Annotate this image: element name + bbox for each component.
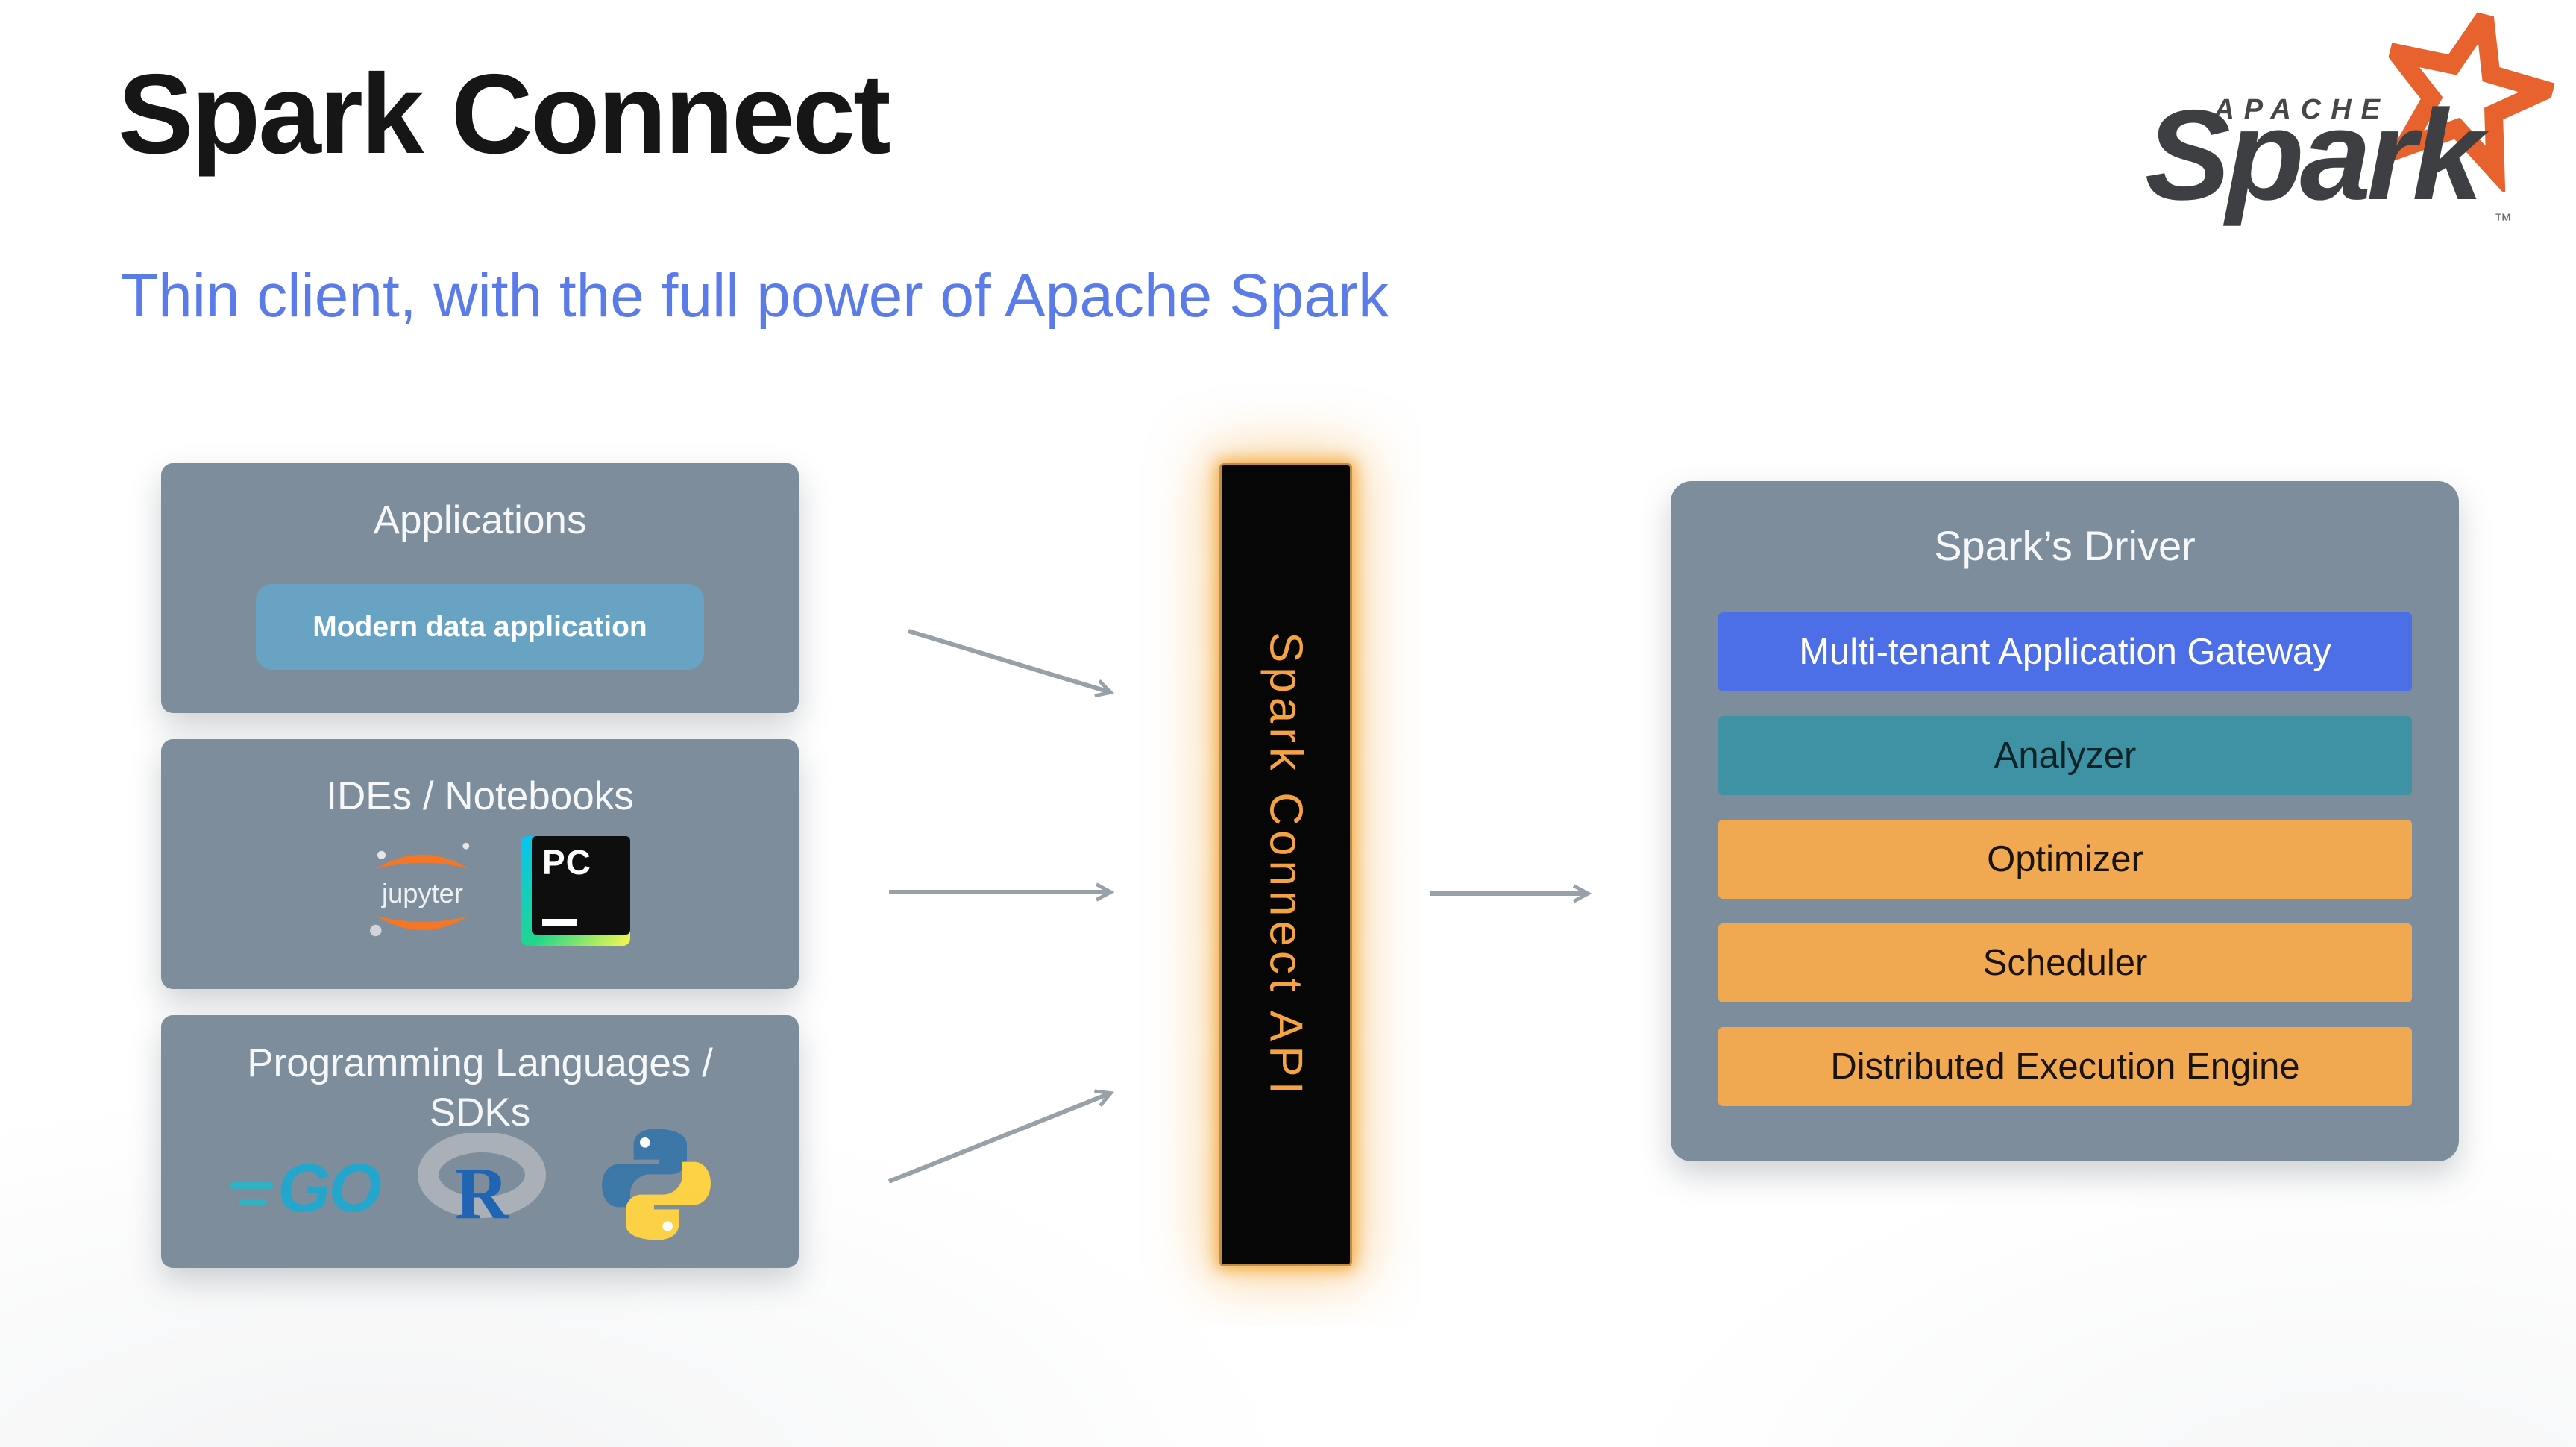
jupyter-wordmark: jupyter xyxy=(381,878,463,908)
driver-row-execution-engine: Distributed Execution Engine xyxy=(1718,1027,2412,1106)
r-logo-icon: R xyxy=(418,1133,546,1230)
driver-panel-title: Spark’s Driver xyxy=(1934,522,2196,569)
go-wordmark: GO xyxy=(277,1150,382,1226)
page-subtitle: Thin client, with the full power of Apac… xyxy=(121,262,1389,330)
logo-apache-text: APACHE xyxy=(2214,94,2390,125)
driver-row-scheduler: Scheduler xyxy=(1718,923,2412,1002)
modern-data-application-chip: Modern data application xyxy=(256,584,704,670)
applications-panel-title: Applications xyxy=(373,498,587,542)
r-wordmark: R xyxy=(455,1152,510,1230)
jupyter-logo-icon: jupyter xyxy=(370,842,470,937)
languages-panel-title: Programming Languages / SDKs xyxy=(247,1041,713,1135)
languages-sdks-panel: Programming Languages / SDKs GO R xyxy=(161,1015,799,1268)
go-speed-line xyxy=(230,1182,273,1189)
driver-row-analyzer: Analyzer xyxy=(1718,716,2412,795)
ides-panel-title: IDEs / Notebooks xyxy=(326,774,634,818)
arrow-applications-to-api xyxy=(908,629,1110,692)
pycharm-underscore xyxy=(542,919,577,926)
driver-row-gateway: Multi-tenant Application Gateway xyxy=(1718,612,2412,691)
pycharm-logo-icon: PC xyxy=(521,836,630,946)
page-title: Spark Connect xyxy=(118,51,891,178)
applications-panel: Applications Modern data application xyxy=(161,463,799,713)
pycharm-logo-inner: PC xyxy=(532,836,630,935)
go-logo-icon: GO xyxy=(230,1150,394,1230)
apache-spark-logo: APACHE Spark ™ xyxy=(2097,0,2567,242)
spark-connect-api-pillar: Spark Connect API xyxy=(1219,463,1352,1266)
logo-spark-wordmark: Spark xyxy=(2144,84,2484,227)
spark-star-icon xyxy=(2374,0,2567,195)
spark-connect-api-label: Spark Connect API xyxy=(1260,631,1312,1099)
python-logo-icon xyxy=(602,1129,711,1240)
driver-row-optimizer: Optimizer xyxy=(1718,820,2412,899)
ides-notebooks-panel: IDEs / Notebooks jupyter PC xyxy=(161,739,799,989)
arrow-languages-to-api xyxy=(888,1093,1110,1184)
spark-driver-panel: Spark’s Driver Multi-tenant Application … xyxy=(1671,481,2459,1161)
trademark-symbol: ™ xyxy=(2494,210,2512,230)
pycharm-pc-text: PC xyxy=(542,843,591,882)
go-speed-line xyxy=(239,1199,267,1205)
